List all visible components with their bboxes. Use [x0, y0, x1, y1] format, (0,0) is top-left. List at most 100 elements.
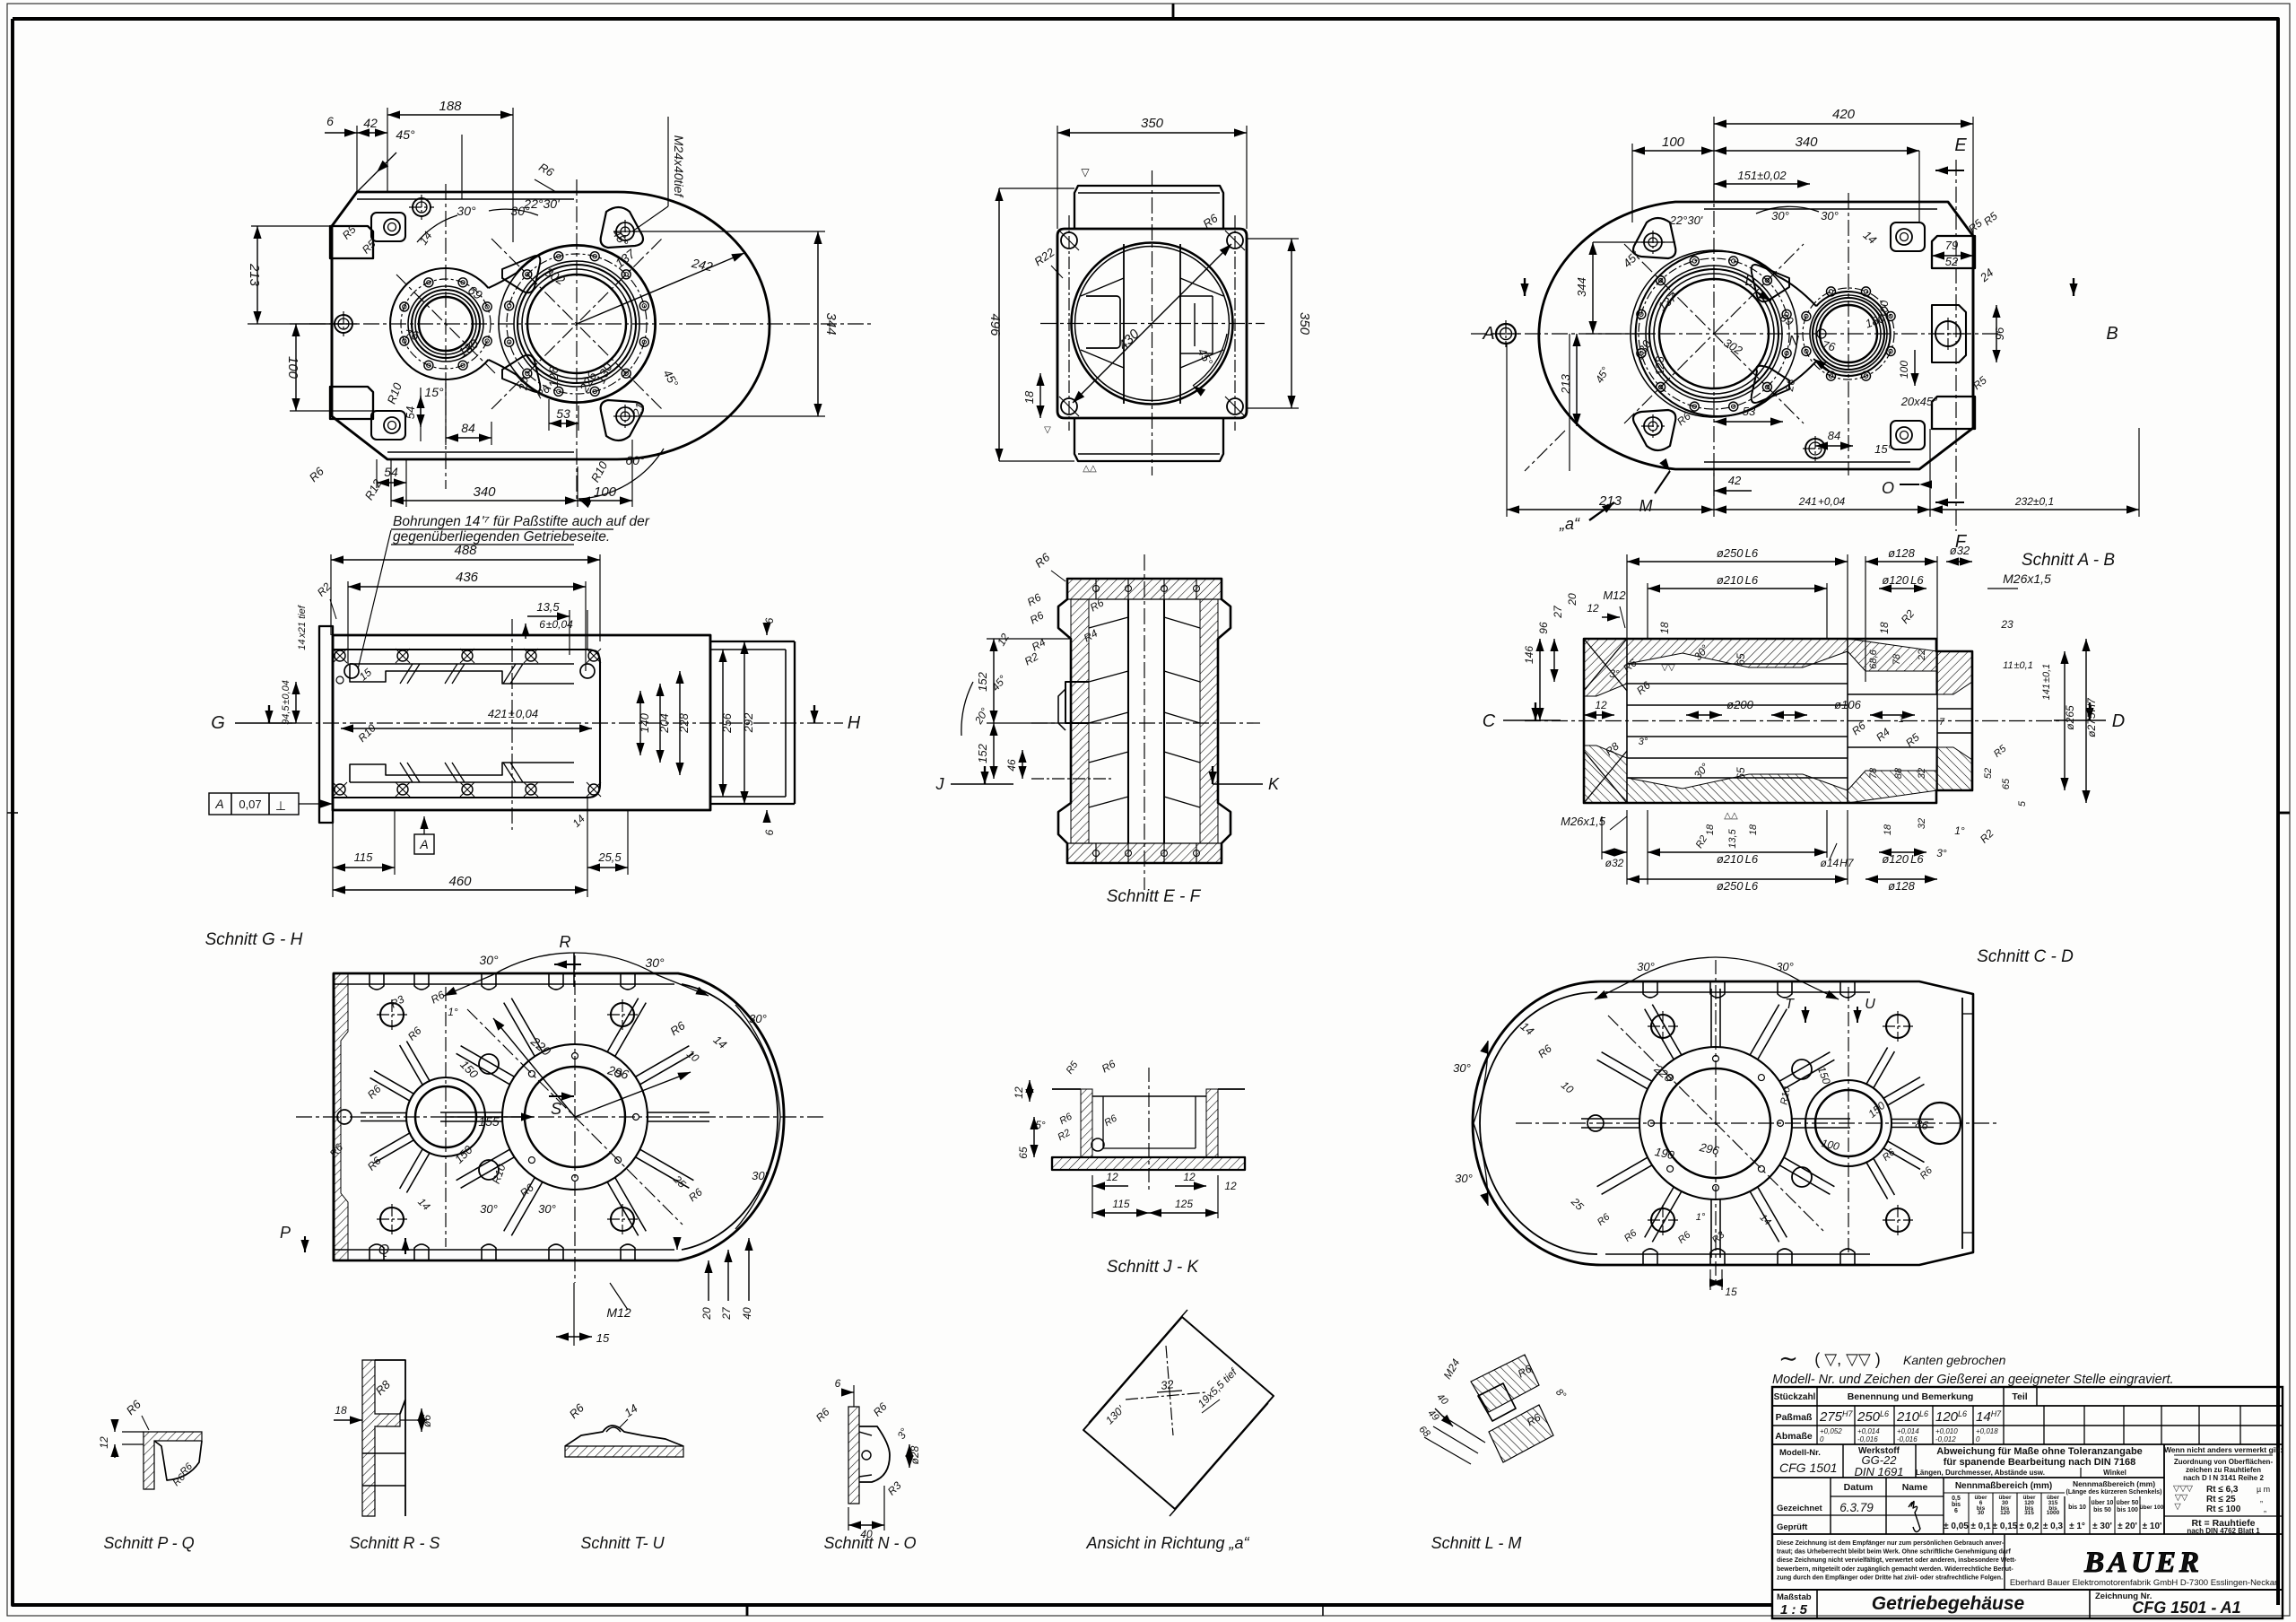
- svg-text:Schnitt J - K: Schnitt J - K: [1107, 1258, 1200, 1277]
- svg-text:Schnitt L - M: Schnitt L - M: [1431, 1534, 1522, 1552]
- svg-text:20: 20: [700, 1307, 713, 1321]
- svg-text:-0,016: -0,016: [1857, 1435, 1878, 1443]
- svg-text:ø28: ø28: [909, 1445, 921, 1464]
- svg-text:155: 155: [478, 1114, 500, 1129]
- svg-text:ø32: ø32: [1605, 857, 1624, 869]
- svg-text:496: 496: [987, 313, 1003, 336]
- svg-text:U: U: [1865, 997, 1875, 1012]
- svg-text:84: 84: [461, 421, 475, 435]
- svg-text:52: 52: [1945, 255, 1959, 268]
- svg-text:53: 53: [1743, 405, 1756, 418]
- svg-text:F: F: [1955, 532, 1968, 552]
- svg-text:296: 296: [1698, 1140, 1721, 1158]
- svg-text:18: 18: [1748, 824, 1759, 835]
- svg-text:13,5: 13,5: [1727, 828, 1738, 848]
- svg-text:12: 12: [1106, 1171, 1118, 1183]
- svg-text:46: 46: [1005, 759, 1018, 772]
- svg-text:421 ± 0,04: 421 ± 0,04: [488, 707, 538, 720]
- svg-text:0: 0: [1976, 1435, 1980, 1443]
- svg-text:30°: 30°: [1771, 209, 1789, 222]
- svg-text:Zuordnung von Oberflächen-: Zuordnung von Oberflächen-: [2174, 1458, 2274, 1466]
- svg-text:6: 6: [763, 617, 776, 624]
- svg-text:21: 21: [630, 401, 647, 419]
- svg-text:7: 7: [1939, 717, 1945, 728]
- svg-text:Abweichung für Maße ohne Toler: Abweichung für Maße ohne Toleranzangabe: [1936, 1446, 2143, 1457]
- svg-text:+0,014: +0,014: [1857, 1427, 1880, 1435]
- svg-text:436: 436: [456, 570, 479, 585]
- svg-text:5: 5: [2017, 800, 2028, 807]
- svg-text:± 20': ± 20': [2118, 1522, 2137, 1531]
- svg-text:Name: Name: [1902, 1482, 1928, 1493]
- svg-text:GG-22: GG-22: [1861, 1453, 1897, 1467]
- svg-text:78: 78: [1868, 767, 1879, 779]
- svg-text:▽: ▽: [1044, 425, 1051, 435]
- svg-text:H: H: [848, 713, 861, 733]
- svg-text:Schnitt A - B: Schnitt A - B: [2022, 551, 2116, 570]
- svg-text:344: 344: [1575, 277, 1588, 297]
- svg-text:M12: M12: [606, 1305, 631, 1320]
- svg-text:30°: 30°: [749, 1012, 767, 1025]
- svg-text:Rt ≤ 25: Rt ≤ 25: [2206, 1495, 2236, 1504]
- svg-text:213: 213: [1598, 493, 1622, 509]
- svg-text:▽▽▽: ▽▽▽: [2173, 1484, 2194, 1494]
- svg-text:152: 152: [976, 743, 989, 763]
- svg-text:über: über: [2022, 1495, 2036, 1501]
- svg-text:Diese Zeichnung ist dem Empfän: Diese Zeichnung ist dem Empfänger nur zu…: [1777, 1540, 2005, 1547]
- svg-text:Schnitt T- U: Schnitt T- U: [580, 1534, 665, 1552]
- svg-text:Zeichnung Nr.: Zeichnung Nr.: [2095, 1591, 2152, 1601]
- svg-text:für spanende Bearbeitung nach: für spanende Bearbeitung nach DIN 7168: [1944, 1457, 2136, 1468]
- svg-text:180: 180: [1864, 311, 1887, 331]
- svg-text:nach DIN 4762 Blatt 1: nach DIN 4762 Blatt 1: [2187, 1527, 2260, 1535]
- svg-text:190: 190: [1654, 1145, 1676, 1162]
- svg-text:bewerbern, mitgeteilt oder zug: bewerbern, mitgeteilt oder zugänglich ge…: [1777, 1566, 2013, 1573]
- svg-text:⊥: ⊥: [275, 798, 286, 813]
- svg-text:( ▽, ▽▽ ): ( ▽, ▽▽ ): [1814, 1350, 1881, 1368]
- svg-text:M: M: [1639, 497, 1653, 515]
- svg-text:460: 460: [448, 874, 472, 889]
- svg-text:(Länge des kürzeren Schenkels): (Länge des kürzeren Schenkels): [2066, 1489, 2162, 1496]
- svg-text:100: 100: [1662, 135, 1685, 150]
- svg-text:nach D I N 3141 Reihe 2: nach D I N 3141 Reihe 2: [2183, 1474, 2264, 1482]
- svg-text:125: 125: [1175, 1198, 1193, 1210]
- svg-text:bis 100: bis 100: [2117, 1507, 2138, 1513]
- svg-text:bis: bis: [2001, 1505, 2010, 1512]
- svg-text:30°: 30°: [538, 1202, 556, 1216]
- svg-text:Datum: Datum: [1844, 1482, 1874, 1493]
- svg-text:△△: △△: [1083, 464, 1097, 474]
- svg-text:15°: 15°: [1874, 442, 1892, 456]
- svg-text:12: 12: [1587, 602, 1599, 615]
- svg-text:L: L: [1745, 274, 1753, 289]
- svg-text:6: 6: [835, 1377, 841, 1390]
- svg-text:100: 100: [1898, 361, 1910, 379]
- svg-text:ø32: ø32: [1950, 544, 1970, 557]
- svg-text:ø275 H7: ø275 H7: [2085, 697, 2098, 737]
- svg-text:Rt ≤ 6,3: Rt ≤ 6,3: [2206, 1485, 2239, 1495]
- svg-text:C: C: [1483, 711, 1496, 731]
- svg-text:30°: 30°: [1637, 960, 1655, 973]
- svg-text:„a“: „a“: [1559, 515, 1580, 533]
- svg-text:228: 228: [677, 712, 691, 733]
- svg-text:Winkel: Winkel: [2103, 1469, 2126, 1477]
- svg-text:+0,052: +0,052: [1820, 1427, 1842, 1435]
- svg-text:22°30': 22°30': [1669, 214, 1703, 227]
- svg-text:1000: 1000: [2047, 1510, 2060, 1516]
- svg-text:6.3.79: 6.3.79: [1839, 1501, 1874, 1514]
- svg-text:68,6: 68,6: [1868, 649, 1879, 668]
- svg-text:BAUER: BAUER: [2083, 1547, 2203, 1579]
- svg-text:1 : 5: 1 : 5: [1780, 1602, 1808, 1618]
- svg-text:über 10: über 10: [2092, 1500, 2114, 1506]
- svg-text:Wenn nicht anders vermerkt gil: Wenn nicht anders vermerkt gilt:: [2164, 1445, 2283, 1454]
- svg-text:Modell-Nr.: Modell-Nr.: [1779, 1448, 1821, 1458]
- svg-text:ø265: ø265: [2064, 705, 2076, 730]
- svg-text:115: 115: [1112, 1198, 1129, 1210]
- svg-text:Nennmaßbereich (mm): Nennmaßbereich (mm): [1955, 1481, 2052, 1491]
- svg-text:bis 10: bis 10: [2068, 1504, 2086, 1511]
- svg-text:32: 32: [1160, 1377, 1175, 1392]
- svg-text:R6: R6: [1516, 1362, 1535, 1380]
- svg-text:25,5: 25,5: [597, 850, 622, 864]
- svg-text:-0,012: -0,012: [1935, 1435, 1956, 1443]
- svg-text:12: 12: [995, 631, 1012, 648]
- svg-text:A: A: [1482, 324, 1494, 344]
- svg-text:ø106: ø106: [1834, 698, 1861, 711]
- svg-text:52: 52: [1983, 768, 1994, 779]
